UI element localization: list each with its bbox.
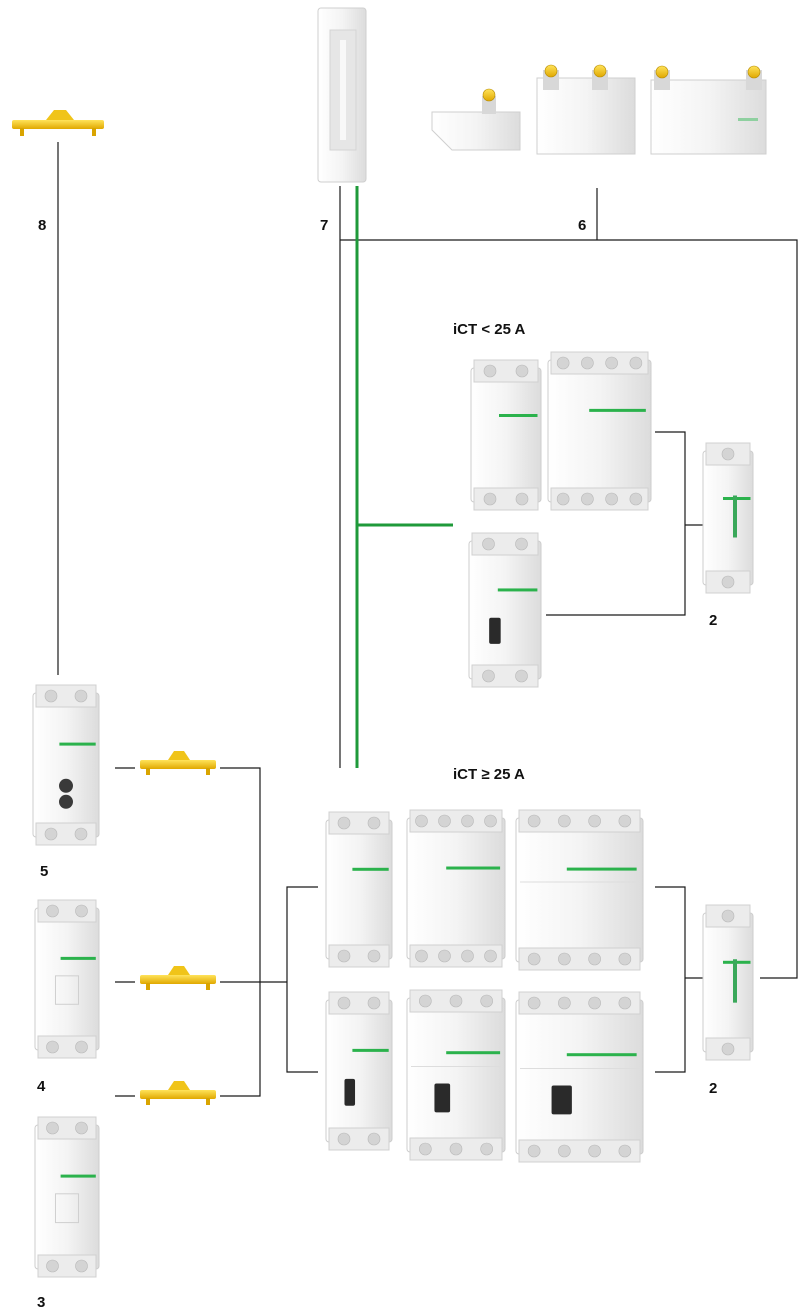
- group-title-large: iCT ≥ 25 A: [453, 766, 525, 783]
- label-item-5: 5: [40, 863, 49, 880]
- yellow-terminal-5: [140, 751, 216, 775]
- contactor-large-a2: [406, 809, 506, 968]
- group-title-small: iCT < 25 A: [453, 321, 526, 338]
- aux-contact-top: [702, 442, 754, 594]
- yellow-terminal-3: [140, 1081, 216, 1105]
- terminal-shield-1p: [431, 88, 521, 151]
- aux-contact-bottom: [702, 904, 754, 1061]
- spacer-module-7: [317, 7, 367, 183]
- auxiliary-module-4: [34, 899, 100, 1059]
- contactor-large-b1: [325, 991, 393, 1151]
- contactor-large-b3: [515, 991, 644, 1163]
- green-busbar-line: [355, 186, 453, 768]
- contactor-small-2p: [470, 359, 542, 511]
- label-item-7: 7: [320, 217, 329, 234]
- label-item-6: 6: [578, 217, 587, 234]
- contactor-small-manual: [468, 532, 542, 688]
- yellow-terminal-8: [12, 110, 104, 136]
- auxiliary-module-3: [34, 1116, 100, 1278]
- label-item-2-top: 2: [709, 612, 718, 629]
- contactor-large-b2: [406, 989, 506, 1161]
- label-item-2-bottom: 2: [709, 1080, 718, 1097]
- connection-lines: [57, 142, 798, 1097]
- label-item-8: 8: [38, 217, 47, 234]
- terminal-shield-4p: [650, 65, 767, 155]
- terminal-shield-2p: [536, 64, 636, 155]
- contactor-small-4p: [547, 351, 652, 511]
- contactor-large-a3: [515, 809, 644, 971]
- contactor-large-a1: [325, 811, 393, 968]
- label-item-4: 4: [37, 1078, 46, 1095]
- auxiliary-module-5: [32, 684, 100, 846]
- device-layer: [32, 351, 754, 1278]
- yellow-terminal-4: [140, 966, 216, 990]
- label-item-3: 3: [37, 1294, 46, 1311]
